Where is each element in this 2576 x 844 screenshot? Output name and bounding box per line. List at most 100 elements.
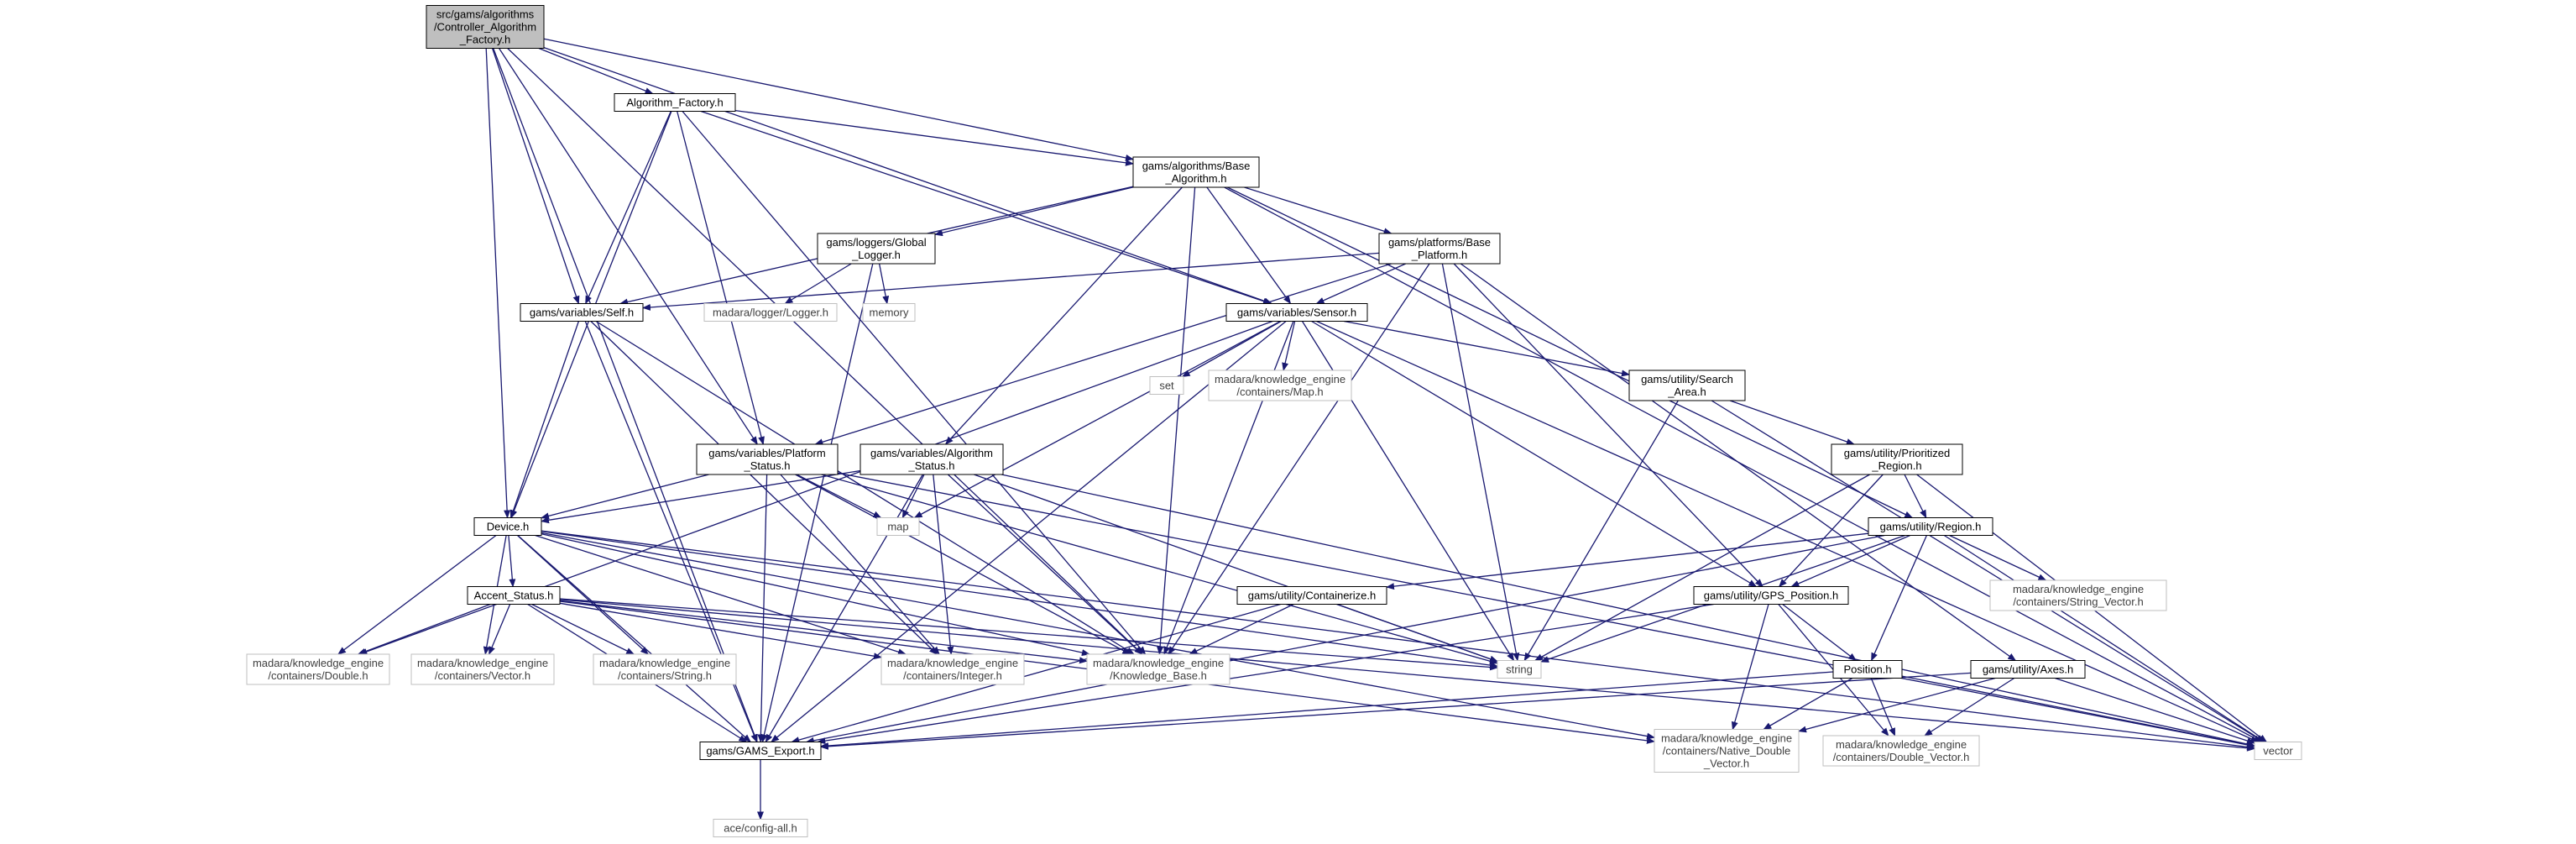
node-mlogger: madara/logger/Logger.h xyxy=(703,303,838,322)
node-platstat[interactable]: gams/variables/Platform_Status.h xyxy=(696,443,839,475)
edge-position-to-gamsexp xyxy=(820,671,1834,750)
node-search[interactable]: gams/utility/Search_Area.h xyxy=(1628,370,1746,401)
edge-axes-to-dvec xyxy=(1924,677,2015,737)
node-label-line: /containers/Double_Vector.h xyxy=(1833,751,1970,763)
edge-root-to-sensor xyxy=(543,46,1273,305)
edge-device-to-ndvec xyxy=(541,532,1655,740)
node-label-line: /containers/String_Vector.h xyxy=(2013,595,2143,608)
edge-root-to-algfac xyxy=(538,47,654,95)
node-label-line: madara/logger/Logger.h xyxy=(713,307,828,319)
node-box xyxy=(699,742,822,760)
edge-glogger-to-gamsexp xyxy=(760,263,874,743)
node-algfac[interactable]: Algorithm_Factory.h xyxy=(614,93,736,112)
edge-contain-to-string xyxy=(1336,603,1498,663)
node-label-line: madara/knowledge_engine xyxy=(1093,657,1224,669)
node-label-line: Device.h xyxy=(487,521,530,533)
node-box xyxy=(1868,517,1993,536)
node-baseplat[interactable]: gams/platforms/Base_Platform.h xyxy=(1378,233,1501,265)
edge-glogger-to-memory xyxy=(878,263,890,305)
node-label: gams/utility/Region.h xyxy=(1880,521,1982,533)
node-contain[interactable]: gams/utility/Containerize.h xyxy=(1236,586,1387,605)
edge-region-to-vector xyxy=(1943,534,2265,743)
edge-accent-to-kdouble xyxy=(357,603,491,655)
edge-device-to-vector xyxy=(541,530,2255,751)
edge-axes-to-ndvec xyxy=(1798,677,1996,733)
edge-accent-to-vector xyxy=(559,599,2255,752)
node-label-line: gams/variables/Self.h xyxy=(530,307,634,319)
node-label: gams/platforms/Base_Platform.h xyxy=(1388,236,1491,261)
node-label: madara/knowledge_engine/containers/Doubl… xyxy=(1833,738,1970,763)
node-glogger[interactable]: gams/loggers/Global_Logger.h xyxy=(817,233,936,265)
node-label: ace/config-all.h xyxy=(724,822,797,835)
node-kvector: madara/knowledge_engine/containers/Vecto… xyxy=(410,653,555,685)
node-accent[interactable]: Accent_Status.h xyxy=(467,586,561,605)
node-label: gams/GAMS_Export.h xyxy=(706,745,814,758)
node-label-line: _Status.h xyxy=(908,459,955,472)
edge-platstat-to-map xyxy=(796,474,882,519)
node-region[interactable]: gams/utility/Region.h xyxy=(1868,517,1993,536)
node-label-line: madara/knowledge_engine xyxy=(253,657,384,669)
node-box xyxy=(817,233,936,265)
node-label: madara/knowledge_engine/containers/Map.h xyxy=(1215,373,1345,398)
node-label-line: Algorithm_Factory.h xyxy=(626,97,723,109)
node-label: madara/logger/Logger.h xyxy=(713,307,828,319)
node-box xyxy=(614,93,736,112)
node-label-line: /Knowledge_Base.h xyxy=(1110,669,1207,682)
node-kint: madara/knowledge_engine/containers/Integ… xyxy=(880,653,1025,685)
edge-platstat-to-kbase xyxy=(795,474,1131,655)
node-box xyxy=(1654,729,1800,773)
node-label-line: madara/knowledge_engine xyxy=(599,657,730,669)
edge-baseplat-to-self xyxy=(642,252,1380,311)
node-box xyxy=(1497,660,1542,679)
node-axes[interactable]: gams/utility/Axes.h xyxy=(1970,660,2086,679)
node-label-line: madara/knowledge_engine xyxy=(2013,583,2144,595)
node-device[interactable]: Device.h xyxy=(473,517,542,536)
edge-position-to-dvec xyxy=(1870,678,1896,737)
node-sensor[interactable]: gams/variables/Sensor.h xyxy=(1225,303,1368,322)
edge-baseplat-to-platstat xyxy=(814,263,1392,446)
edge-algfac-to-self xyxy=(585,111,671,305)
node-box xyxy=(1225,303,1368,322)
node-label-line: gams/platforms/Base xyxy=(1388,236,1491,249)
edge-baseplat-to-axes xyxy=(1460,263,2017,662)
node-box xyxy=(1693,586,1849,605)
node-label-line: madara/knowledge_engine xyxy=(1661,732,1792,745)
node-prio[interactable]: gams/utility/Prioritized_Region.h xyxy=(1831,443,1963,475)
node-self[interactable]: gams/variables/Self.h xyxy=(520,303,644,322)
edge-sensor-to-set xyxy=(1181,320,1282,378)
edge-sensor-to-kemap xyxy=(1282,321,1296,371)
node-box xyxy=(1989,579,2167,611)
node-label: gams/utility/GPS_Position.h xyxy=(1704,590,1838,602)
edge-accent-to-kbase xyxy=(559,600,1088,664)
node-box xyxy=(703,303,838,322)
edge-baseplat-to-sensor xyxy=(1315,263,1406,305)
node-box xyxy=(1970,660,2086,679)
node-algstat[interactable]: gams/variables/Algorithm_Status.h xyxy=(860,443,1004,475)
node-label-line: _Area.h xyxy=(1667,385,1706,398)
node-box xyxy=(713,819,808,837)
node-label-line: gams/algorithms/Base xyxy=(1142,160,1251,172)
edge-algfac-to-kbase xyxy=(682,111,1147,655)
node-label: gams/variables/Platform_Status.h xyxy=(708,447,825,472)
edge-region-to-gps xyxy=(1790,534,1910,588)
node-box xyxy=(1208,370,1352,401)
edge-gps-to-gamsexp xyxy=(817,603,1714,745)
node-label: gams/variables/Algorithm_Status.h xyxy=(870,447,993,472)
edge-basealg-to-glogger xyxy=(934,186,1134,237)
edge-sensor-to-gamsexp xyxy=(771,320,1287,743)
node-label-line: _Region.h xyxy=(1871,459,1921,472)
node-gamsexp[interactable]: gams/GAMS_Export.h xyxy=(699,742,822,760)
node-label-line: madara/knowledge_engine xyxy=(1836,738,1967,751)
edge-algstat-to-device xyxy=(541,469,861,524)
edge-device-to-kbase xyxy=(541,533,1090,656)
edge-accent-to-kint xyxy=(559,602,882,660)
node-box xyxy=(467,586,561,605)
edge-accent-to-kstring xyxy=(531,603,635,655)
node-position[interactable]: Position.h xyxy=(1832,660,1903,679)
edge-platstat-to-string xyxy=(821,474,1498,665)
node-label-line: madara/knowledge_engine xyxy=(1215,373,1345,385)
node-label-line: gams/utility/Search xyxy=(1641,373,1733,385)
node-root[interactable]: src/gams/algorithms/Controller_Algorithm… xyxy=(426,5,545,49)
node-gps[interactable]: gams/utility/GPS_Position.h xyxy=(1693,586,1849,605)
node-basealg[interactable]: gams/algorithms/Base_Algorithm.h xyxy=(1132,156,1260,188)
